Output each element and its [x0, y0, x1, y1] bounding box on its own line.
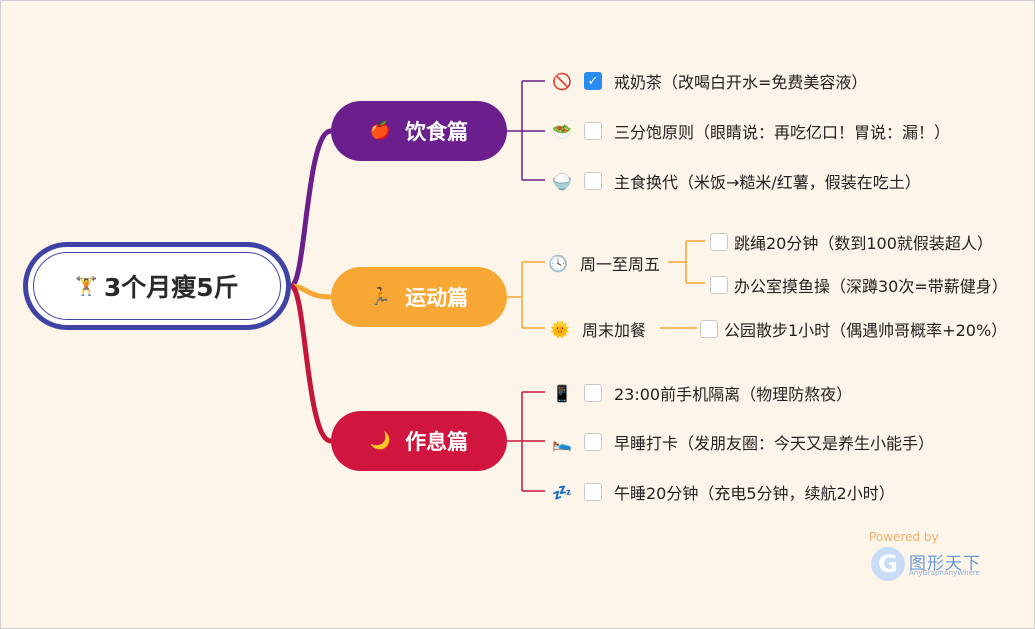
list-item: 🛌 早睡打卡（发朋友圈：今天又是养生小能手） [551, 430, 934, 454]
rice-bowl-icon: 🍚 [552, 171, 572, 191]
prohibited-icon: 🚫 [552, 71, 572, 91]
list-item: 跳绳20分钟（数到100就假装超人） [710, 230, 993, 254]
checkbox[interactable]: ✓ [584, 72, 602, 90]
checkbox[interactable] [584, 483, 602, 501]
item-text: 三分饱原则（眼睛说：再吃亿口！胃说：漏！） [614, 123, 951, 142]
branch-rest[interactable]: 🌙 作息篇 [331, 411, 507, 471]
sleeping-zzz-icon: 💤 [552, 482, 572, 502]
branch-exercise-title: 运动篇 [405, 286, 469, 310]
branch-diet-title: 饮食篇 [405, 120, 469, 144]
salad-icon: 🥗 [552, 121, 572, 141]
item-text: 办公室摸鱼操（深蹲30次=带薪健身） [734, 277, 1008, 296]
item-text: 早睡打卡（发朋友圈：今天又是养生小能手） [614, 434, 935, 453]
group-label: 周一至周五 [580, 255, 661, 274]
branch-rest-title: 作息篇 [405, 430, 469, 454]
checkbox[interactable] [584, 172, 602, 190]
checkbox[interactable] [710, 233, 728, 251]
checkbox[interactable] [584, 384, 602, 402]
root-title: 3个月瘦5斤 [103, 273, 239, 302]
sun-icon: 🌞 [550, 319, 570, 339]
checkbox[interactable] [700, 320, 718, 338]
running-icon: 🏃 [369, 287, 392, 307]
brand-logo-icon: G [871, 547, 905, 581]
brand-name: 图形天下 [909, 554, 981, 574]
list-item: 公园散步1小时（偶遇帅哥概率+20%） [700, 317, 1007, 341]
item-text: 23:00前手机隔离（物理防熬夜） [614, 385, 853, 404]
apple-icon: 🍎 [369, 121, 392, 141]
checkbox[interactable] [584, 433, 602, 451]
list-item: 🚫 ✓ 戒奶茶（改喝白开水=免费美容液） [551, 69, 867, 93]
item-text: 主食换代（米饭→糙米/红薯，假装在吃土） [614, 173, 921, 192]
branch-exercise[interactable]: 🏃 运动篇 [331, 267, 507, 327]
group-weekdays[interactable]: 🕓 周一至周五 [547, 251, 660, 275]
bed-icon: 🛌 [552, 432, 572, 452]
checkbox[interactable] [710, 276, 728, 294]
item-text: 公园散步1小时（偶遇帅哥概率+20%） [724, 321, 1008, 340]
list-item: 📱 23:00前手机隔离（物理防熬夜） [551, 381, 852, 405]
list-item: 💤 午睡20分钟（充电5分钟，续航2小时） [551, 480, 895, 504]
branch-diet[interactable]: 🍎 饮食篇 [331, 101, 507, 161]
powered-by-text: Powered by [869, 530, 939, 544]
item-text: 戒奶茶（改喝白开水=免费美容液） [614, 73, 868, 92]
clock-icon: 🕓 [548, 253, 568, 273]
crescent-moon-icon: 🌙 [369, 431, 392, 451]
list-item: 🥗 三分饱原则（眼睛说：再吃亿口！胃说：漏！） [551, 119, 950, 143]
list-item: 🍚 主食换代（米饭→糙米/红薯，假装在吃土） [551, 169, 921, 193]
item-text: 跳绳20分钟（数到100就假装超人） [734, 234, 993, 253]
list-item: 办公室摸鱼操（深蹲30次=带薪健身） [710, 273, 1008, 297]
brand-tagline: AnyGraphAnyWhere [909, 569, 980, 577]
group-weekend[interactable]: 🌞 周末加餐 [549, 317, 646, 341]
item-text: 午睡20分钟（充电5分钟，续航2小时） [614, 484, 895, 503]
group-label: 周末加餐 [582, 321, 647, 340]
dumbbell-icon: 🏋 [75, 275, 98, 297]
root-node[interactable]: 🏋 3个月瘦5斤 [23, 242, 291, 330]
mobile-phone-icon: 📱 [552, 383, 572, 403]
checkbox[interactable] [584, 122, 602, 140]
